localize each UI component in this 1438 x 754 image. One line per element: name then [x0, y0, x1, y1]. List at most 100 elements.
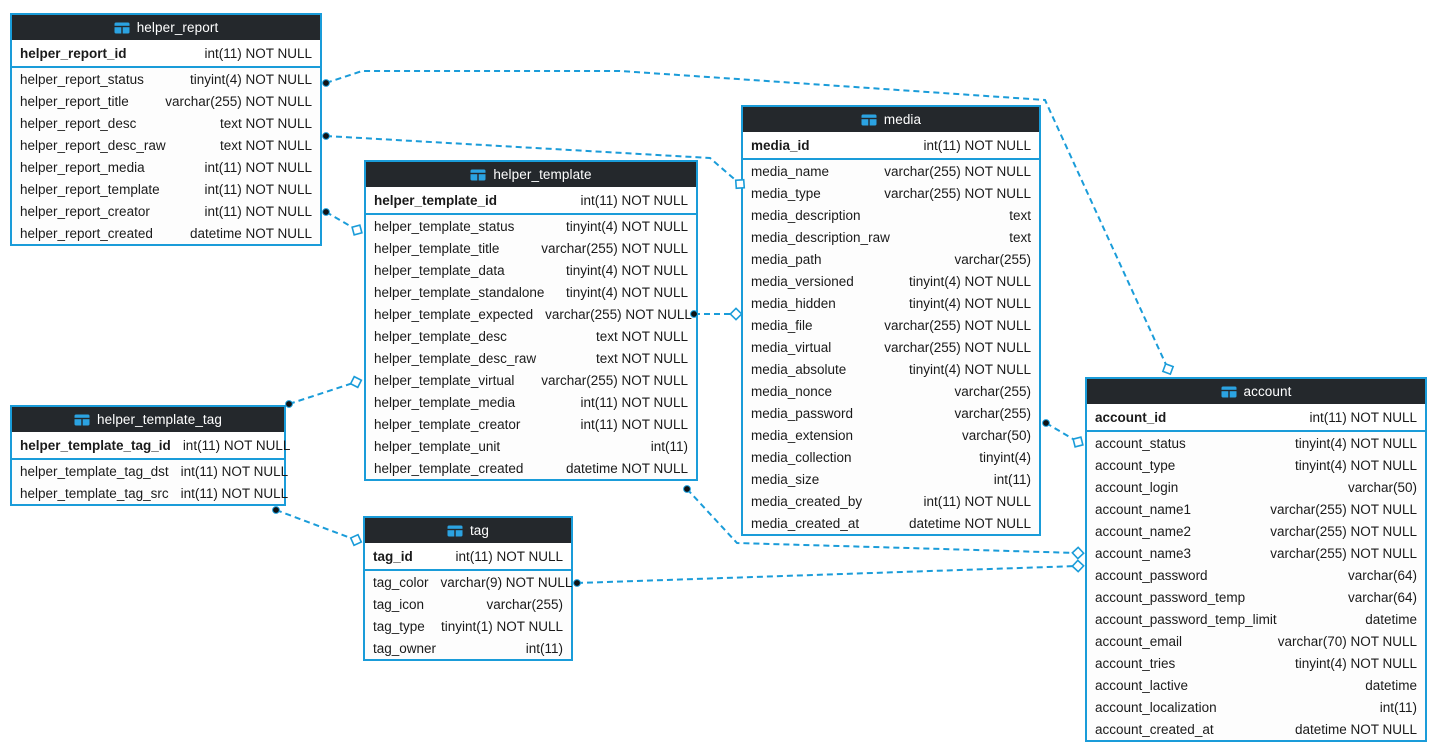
relationship-helper_template_tag-helper_template[interactable]: [288, 381, 357, 405]
column-row[interactable]: helper_report_desc text NOT NULL: [12, 112, 320, 134]
column-row[interactable]: helper_template_virtual varchar(255) NOT…: [366, 369, 696, 391]
relationship-helper_report-helper_template[interactable]: [325, 211, 358, 231]
column-row[interactable]: helper_template_tag_src int(11) NOT NULL: [12, 482, 288, 504]
column-row[interactable]: helper_template_desc text NOT NULL: [366, 325, 696, 347]
column-name: media_password: [751, 405, 854, 421]
column-type: varchar(255) NOT NULL: [1270, 501, 1417, 517]
column-row[interactable]: media_description_raw text: [743, 226, 1039, 248]
column-row[interactable]: helper_report_created datetime NOT NULL: [12, 222, 320, 244]
column-name: helper_template_media: [374, 394, 516, 410]
column-row[interactable]: media_created_at datetime NOT NULL: [743, 512, 1039, 534]
column-row[interactable]: account_tries tinyint(4) NOT NULL: [1087, 652, 1425, 674]
connection-end-diamond: [1161, 362, 1175, 376]
primary-key-row[interactable]: media_id int(11) NOT NULL: [743, 132, 1039, 160]
column-type: varchar(255) NOT NULL: [1270, 523, 1417, 539]
primary-key-row[interactable]: account_id int(11) NOT NULL: [1087, 404, 1425, 432]
column-row[interactable]: media_virtual varchar(255) NOT NULL: [743, 336, 1039, 358]
table-header[interactable]: account: [1087, 379, 1425, 404]
column-row[interactable]: helper_report_template int(11) NOT NULL: [12, 178, 320, 200]
column-row[interactable]: helper_template_standalone tinyint(4) NO…: [366, 281, 696, 303]
table-header[interactable]: media: [743, 107, 1039, 132]
column-row[interactable]: account_name3 varchar(255) NOT NULL: [1087, 542, 1425, 564]
column-row[interactable]: media_type varchar(255) NOT NULL: [743, 182, 1039, 204]
column-row[interactable]: helper_template_desc_raw text NOT NULL: [366, 347, 696, 369]
column-row[interactable]: helper_report_title varchar(255) NOT NUL…: [12, 90, 320, 112]
column-row[interactable]: tag_color varchar(9) NOT NULL: [365, 571, 572, 593]
column-type: varchar(255) NOT NULL: [541, 372, 688, 388]
column-row[interactable]: media_absolute tinyint(4) NOT NULL: [743, 358, 1039, 380]
primary-key-row[interactable]: helper_template_id int(11) NOT NULL: [366, 187, 696, 215]
column-row[interactable]: helper_report_desc_raw text NOT NULL: [12, 134, 320, 156]
column-type: tinyint(4) NOT NULL: [908, 295, 1031, 311]
table-icon: [470, 169, 486, 181]
primary-key-row[interactable]: tag_id int(11) NOT NULL: [365, 543, 571, 571]
column-row[interactable]: helper_template_creator int(11) NOT NULL: [366, 413, 696, 435]
column-row[interactable]: media_nonce varchar(255): [743, 380, 1039, 402]
column-row[interactable]: account_lactive datetime: [1087, 674, 1425, 696]
column-list: account_status tinyint(4) NOT NULL accou…: [1087, 432, 1425, 740]
relationship-media-account[interactable]: [1045, 422, 1079, 443]
column-row[interactable]: tag_owner int(11): [365, 637, 571, 659]
column-row[interactable]: media_created_by int(11) NOT NULL: [743, 490, 1039, 512]
column-row[interactable]: account_created_at datetime NOT NULL: [1087, 718, 1425, 740]
relationship-tag-account[interactable]: [576, 565, 1079, 584]
column-row[interactable]: media_description text: [743, 204, 1039, 226]
column-row[interactable]: helper_report_media int(11) NOT NULL: [12, 156, 320, 178]
column-row[interactable]: media_hidden tinyint(4) NOT NULL: [743, 292, 1039, 314]
column-row[interactable]: account_password_temp varchar(64): [1087, 586, 1425, 608]
table-helper_template[interactable]: helper_template helper_template_id int(1…: [364, 160, 698, 481]
column-row[interactable]: media_size int(11): [743, 468, 1039, 490]
table-account[interactable]: account account_id int(11) NOT NULL acco…: [1085, 377, 1427, 742]
column-row[interactable]: account_login varchar(50): [1087, 476, 1425, 498]
table-helper_template_tag[interactable]: helper_template_tag helper_template_tag_…: [10, 405, 290, 506]
primary-key-row[interactable]: helper_template_tag_id int(11) NOT NULL: [12, 432, 290, 460]
column-row[interactable]: helper_template_data tinyint(4) NOT NULL: [366, 259, 696, 281]
table-header[interactable]: tag: [365, 518, 571, 543]
column-type: tinyint(4) NOT NULL: [565, 262, 688, 278]
relationship-helper_template_tag-tag[interactable]: [275, 509, 357, 541]
table-media[interactable]: media media_id int(11) NOT NULL media_na…: [741, 105, 1041, 536]
column-type: text NOT NULL: [595, 328, 688, 344]
column-row[interactable]: helper_template_tag_dst int(11) NOT NULL: [12, 460, 288, 482]
column-row[interactable]: account_status tinyint(4) NOT NULL: [1087, 432, 1425, 454]
column-row[interactable]: account_email varchar(70) NOT NULL: [1087, 630, 1425, 652]
column-row[interactable]: account_name1 varchar(255) NOT NULL: [1087, 498, 1425, 520]
column-row[interactable]: helper_report_status tinyint(4) NOT NULL: [12, 68, 320, 90]
connection-end-diamond: [1072, 436, 1084, 448]
primary-key-row[interactable]: helper_report_id int(11) NOT NULL: [12, 40, 320, 68]
column-row[interactable]: account_name2 varchar(255) NOT NULL: [1087, 520, 1425, 542]
primary-key-name: helper_template_tag_id: [20, 437, 171, 453]
column-row[interactable]: media_file varchar(255) NOT NULL: [743, 314, 1039, 336]
column-row[interactable]: helper_template_status tinyint(4) NOT NU…: [366, 215, 696, 237]
table-tag[interactable]: tag tag_id int(11) NOT NULL tag_color va…: [363, 516, 573, 661]
column-name: helper_report_desc: [20, 115, 137, 131]
table-header[interactable]: helper_template: [366, 162, 696, 187]
table-header[interactable]: helper_report: [12, 15, 320, 40]
table-icon: [861, 114, 877, 126]
table-header[interactable]: helper_template_tag: [12, 407, 284, 432]
column-row[interactable]: media_name varchar(255) NOT NULL: [743, 160, 1039, 182]
column-row[interactable]: helper_template_media int(11) NOT NULL: [366, 391, 696, 413]
column-row[interactable]: helper_template_title varchar(255) NOT N…: [366, 237, 696, 259]
column-row[interactable]: account_password varchar(64): [1087, 564, 1425, 586]
column-row[interactable]: account_password_temp_limit datetime: [1087, 608, 1425, 630]
column-row[interactable]: media_password varchar(255): [743, 402, 1039, 424]
column-row[interactable]: helper_template_expected varchar(255) NO…: [366, 303, 696, 325]
column-row[interactable]: media_versioned tinyint(4) NOT NULL: [743, 270, 1039, 292]
column-name: media_nonce: [751, 383, 833, 399]
column-row[interactable]: media_collection tinyint(4): [743, 446, 1039, 468]
column-type: varchar(50): [1347, 479, 1417, 495]
column-row[interactable]: helper_template_unit int(11): [366, 435, 696, 457]
column-row[interactable]: helper_template_created datetime NOT NUL…: [366, 457, 696, 479]
column-row[interactable]: account_type tinyint(4) NOT NULL: [1087, 454, 1425, 476]
column-type: text NOT NULL: [219, 115, 312, 131]
column-row[interactable]: media_extension varchar(50): [743, 424, 1039, 446]
column-row[interactable]: helper_report_creator int(11) NOT NULL: [12, 200, 320, 222]
column-row[interactable]: tag_icon varchar(255): [365, 593, 571, 615]
table-helper_report[interactable]: helper_report helper_report_id int(11) N…: [10, 13, 322, 246]
column-row[interactable]: media_path varchar(255): [743, 248, 1039, 270]
column-row[interactable]: account_localization int(11): [1087, 696, 1425, 718]
column-type: varchar(64): [1347, 589, 1417, 605]
column-row[interactable]: tag_type tinyint(1) NOT NULL: [365, 615, 571, 637]
